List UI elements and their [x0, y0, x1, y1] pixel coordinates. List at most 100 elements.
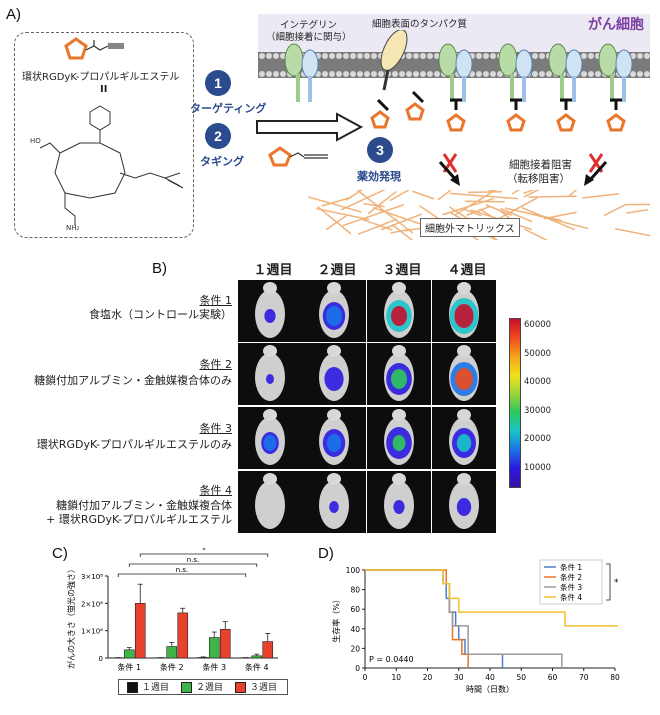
x-tick-label: 40 [485, 673, 495, 682]
colorbar-tick-label: 50000 [524, 348, 552, 359]
panel-c-label: C) [52, 545, 68, 562]
mouse-image-c4-w4 [432, 471, 496, 533]
step-2-badge: 2 [205, 123, 231, 149]
step-1-badge: 1 [205, 70, 231, 96]
bar-3-1 [134, 603, 146, 659]
colorbar-tick-label: 10000 [524, 462, 552, 473]
condition-1-name: 条件 1 [199, 294, 233, 307]
bar-2-2 [166, 646, 178, 659]
x-tick-label: 60 [548, 673, 558, 682]
colorbar-tick-label: 40000 [524, 377, 552, 387]
y-tick-label: 2×10⁸ [81, 600, 103, 608]
legend-label: 条件 2 [560, 572, 582, 582]
x-tick-label: 条件 2 [160, 662, 184, 672]
condition-4-desc-1: 糖鎖付加アルブミン・金触媒複合体 [56, 499, 232, 512]
mouse-image-c1-w2 [302, 280, 366, 342]
y-tick-label: 0 [355, 664, 360, 673]
week-header-1: １週目 [253, 263, 293, 278]
legend-label: 条件 4 [560, 592, 582, 602]
integrin-label-2: （細胞接着に関与） [266, 32, 352, 43]
free-propargyl-icon [268, 146, 328, 167]
y-tick-label: 100 [346, 566, 361, 575]
p-value-annotation: P = 0.0440 [369, 655, 414, 664]
condition-2-name: 条件 2 [199, 358, 233, 371]
step-1-label: ターゲティング [190, 102, 267, 115]
mouse-image-c4-w1 [238, 471, 302, 533]
panel-d-label: D) [318, 545, 334, 562]
condition-1-desc: 食塩水（コントロール実験） [89, 308, 232, 321]
step-3-badge: 3 [367, 137, 393, 163]
colorbar-tick-label: 30000 [524, 405, 552, 416]
mouse-image-c2-w2 [302, 343, 366, 405]
propargyl-ester-icon [64, 37, 124, 60]
y-tick-label: 0 [99, 655, 103, 663]
adhesion-block-label-1: 細胞接着阻害 [509, 159, 572, 171]
y-axis-label: 生存率（%） [331, 595, 341, 643]
legend-label-week3: ３週目 [250, 683, 278, 693]
bar-3-3 [219, 629, 231, 659]
condition-4-desc-2: + 環状RGDyK-プロパルギルエステル [46, 513, 232, 526]
mouse-image-c3-w3 [367, 407, 431, 469]
x-tick-label: 70 [579, 673, 589, 682]
significance-label: * [202, 548, 206, 554]
mouse-image-c1-w4 [432, 280, 496, 342]
mouse-image-c4-w3 [367, 471, 431, 533]
colorbar-tick-label: 20000 [524, 434, 552, 444]
legend-label-week1: １週目 [142, 683, 170, 693]
step-2-label: タギング [200, 155, 244, 168]
mouse-image-c3-w2 [302, 407, 366, 469]
legend-week1: １週目 [127, 682, 169, 693]
bar-3-4 [262, 641, 274, 659]
x-tick-label: 50 [516, 673, 526, 682]
x-tick-label: 20 [423, 673, 433, 682]
compound-box [14, 32, 194, 238]
significance-bracket [128, 563, 258, 567]
legend-week3: ３週目 [235, 682, 277, 693]
colorbar [509, 318, 521, 488]
chart-c-legend: １週目 ２週目 ３週目 [118, 679, 288, 695]
process-arrow-icon [256, 112, 364, 142]
significance-label: * [614, 578, 619, 588]
svg-text:HO: HO [30, 137, 41, 145]
receptors-diagram [284, 30, 633, 132]
bar-2-3 [208, 637, 220, 659]
survival-line-4 [365, 569, 619, 627]
x-tick-label: 条件 1 [117, 662, 141, 672]
week-header-4: ４週目 [447, 263, 487, 278]
ecm-label: 細胞外マトリックス [420, 218, 520, 237]
blocked-adhesion-icon-left [438, 153, 460, 186]
rgdyk-structure-diagram: HO NH₂ [30, 105, 184, 232]
adhesion-block-label-2: （転移阻害） [507, 173, 570, 185]
condition-3-desc: 環状RGDyK-プロパルギルエステルのみ [36, 438, 232, 451]
significance-label: n.s. [187, 556, 200, 564]
mouse-image-c2-w3 [367, 343, 431, 405]
legend-swatch-week1 [127, 682, 138, 693]
condition-4-name: 条件 4 [199, 484, 233, 497]
legend-week2: ２週目 [181, 682, 223, 693]
legend-swatch-week3 [235, 682, 246, 693]
week-header-2: ２週目 [317, 263, 357, 278]
integrin-label-1: インテグリン [280, 20, 338, 31]
mouse-image-c3-w4 [432, 407, 496, 469]
condition-3-name: 条件 3 [199, 422, 233, 435]
bar-2-1 [123, 649, 135, 659]
legend-label: 条件 1 [560, 562, 582, 572]
y-tick-label: 80 [350, 586, 360, 595]
mouse-image-c1-w1 [238, 280, 302, 342]
x-tick-label: 80 [610, 673, 620, 682]
bar-2-4 [251, 655, 263, 659]
mouse-image-c4-w2 [302, 471, 366, 533]
bar-1-3 [197, 657, 209, 659]
equals-sign: II [100, 84, 108, 95]
x-tick-label: 0 [363, 673, 368, 682]
surface-protein-label: 細胞表面のタンパク質 [372, 19, 468, 30]
mouse-image-c2-w4 [432, 343, 496, 405]
survival-line-3 [365, 569, 563, 668]
blocked-adhesion-icon-right [584, 153, 608, 186]
svg-text:NH₂: NH₂ [66, 224, 80, 232]
survival-line-1 [365, 569, 504, 668]
y-tick-label: 60 [350, 605, 360, 614]
x-tick-label: 条件 3 [202, 662, 226, 672]
